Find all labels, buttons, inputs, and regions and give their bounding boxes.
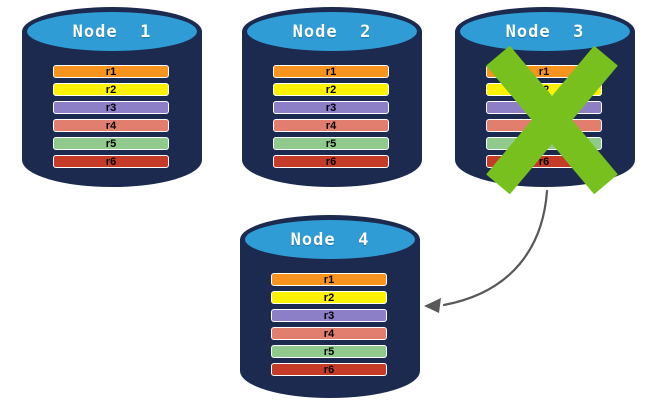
row-r3: r3 — [53, 101, 169, 114]
row-label: r3 — [105, 101, 117, 114]
row-label: r4 — [105, 119, 117, 132]
row-label: r4 — [325, 119, 337, 132]
row-label: r6 — [538, 155, 550, 168]
arrow-curve — [442, 189, 549, 307]
node-2: Node 2 r1 r2 r3 r4 r5 r6 — [242, 7, 422, 187]
node-2-title: Node 2 — [292, 21, 372, 42]
row-r1: r1 — [273, 65, 389, 78]
node-3-title: Node 3 — [505, 21, 585, 42]
row-label: r4 — [323, 327, 335, 340]
row-label: r2 — [323, 291, 335, 304]
row-r3: r3 — [271, 309, 387, 322]
node-3-cylinder-top: Node 3 — [455, 7, 635, 56]
row-r1: r1 — [53, 65, 169, 78]
node-4-rows: r1 r2 r3 r4 r5 r6 — [271, 273, 387, 376]
row-r1: r1 — [271, 273, 387, 286]
node-4-title: Node 4 — [290, 229, 370, 250]
row-r3: r3 — [273, 101, 389, 114]
failure-x-icon — [486, 45, 618, 195]
row-r2: r2 — [273, 83, 389, 96]
node-4-cylinder-top: Node 4 — [240, 215, 420, 264]
row-r5: r5 — [53, 137, 169, 150]
node-2-cylinder-top: Node 2 — [242, 7, 422, 56]
row-label: r3 — [325, 101, 337, 114]
row-r4: r4 — [273, 119, 389, 132]
row-r5: r5 — [271, 345, 387, 358]
node-1-rows: r1 r2 r3 r4 r5 r6 — [53, 65, 169, 168]
row-r6: r6 — [273, 155, 389, 168]
row-r2: r2 — [53, 83, 169, 96]
row-label: r1 — [323, 273, 335, 286]
row-label: r5 — [323, 345, 335, 358]
node-1-title: Node 1 — [72, 21, 152, 42]
row-label: r2 — [105, 83, 117, 96]
row-label: r5 — [105, 137, 117, 150]
row-r6: r6 — [271, 363, 387, 376]
arrow-head — [424, 298, 441, 313]
row-r2: r2 — [271, 291, 387, 304]
row-label: r1 — [538, 65, 550, 78]
row-r5: r5 — [273, 137, 389, 150]
row-label: r1 — [325, 65, 337, 78]
node-2-rows: r1 r2 r3 r4 r5 r6 — [273, 65, 389, 168]
row-r4: r4 — [271, 327, 387, 340]
row-r6: r6 — [53, 155, 169, 168]
row-label: r2 — [325, 83, 337, 96]
row-r4: r4 — [53, 119, 169, 132]
node-1-cylinder-top: Node 1 — [22, 7, 202, 56]
row-label: r6 — [323, 363, 335, 376]
node-3: Node 3 r1 r2 r3 r4 r5 r6 — [455, 7, 635, 195]
row-label: r1 — [105, 65, 117, 78]
row-label: r5 — [325, 137, 337, 150]
row-label: r6 — [105, 155, 117, 168]
node-1: Node 1 r1 r2 r3 r4 r5 r6 — [22, 7, 202, 187]
row-label: r6 — [325, 155, 337, 168]
row-label: r3 — [323, 309, 335, 322]
node-4: Node 4 r1 r2 r3 r4 r5 r6 — [240, 215, 420, 398]
